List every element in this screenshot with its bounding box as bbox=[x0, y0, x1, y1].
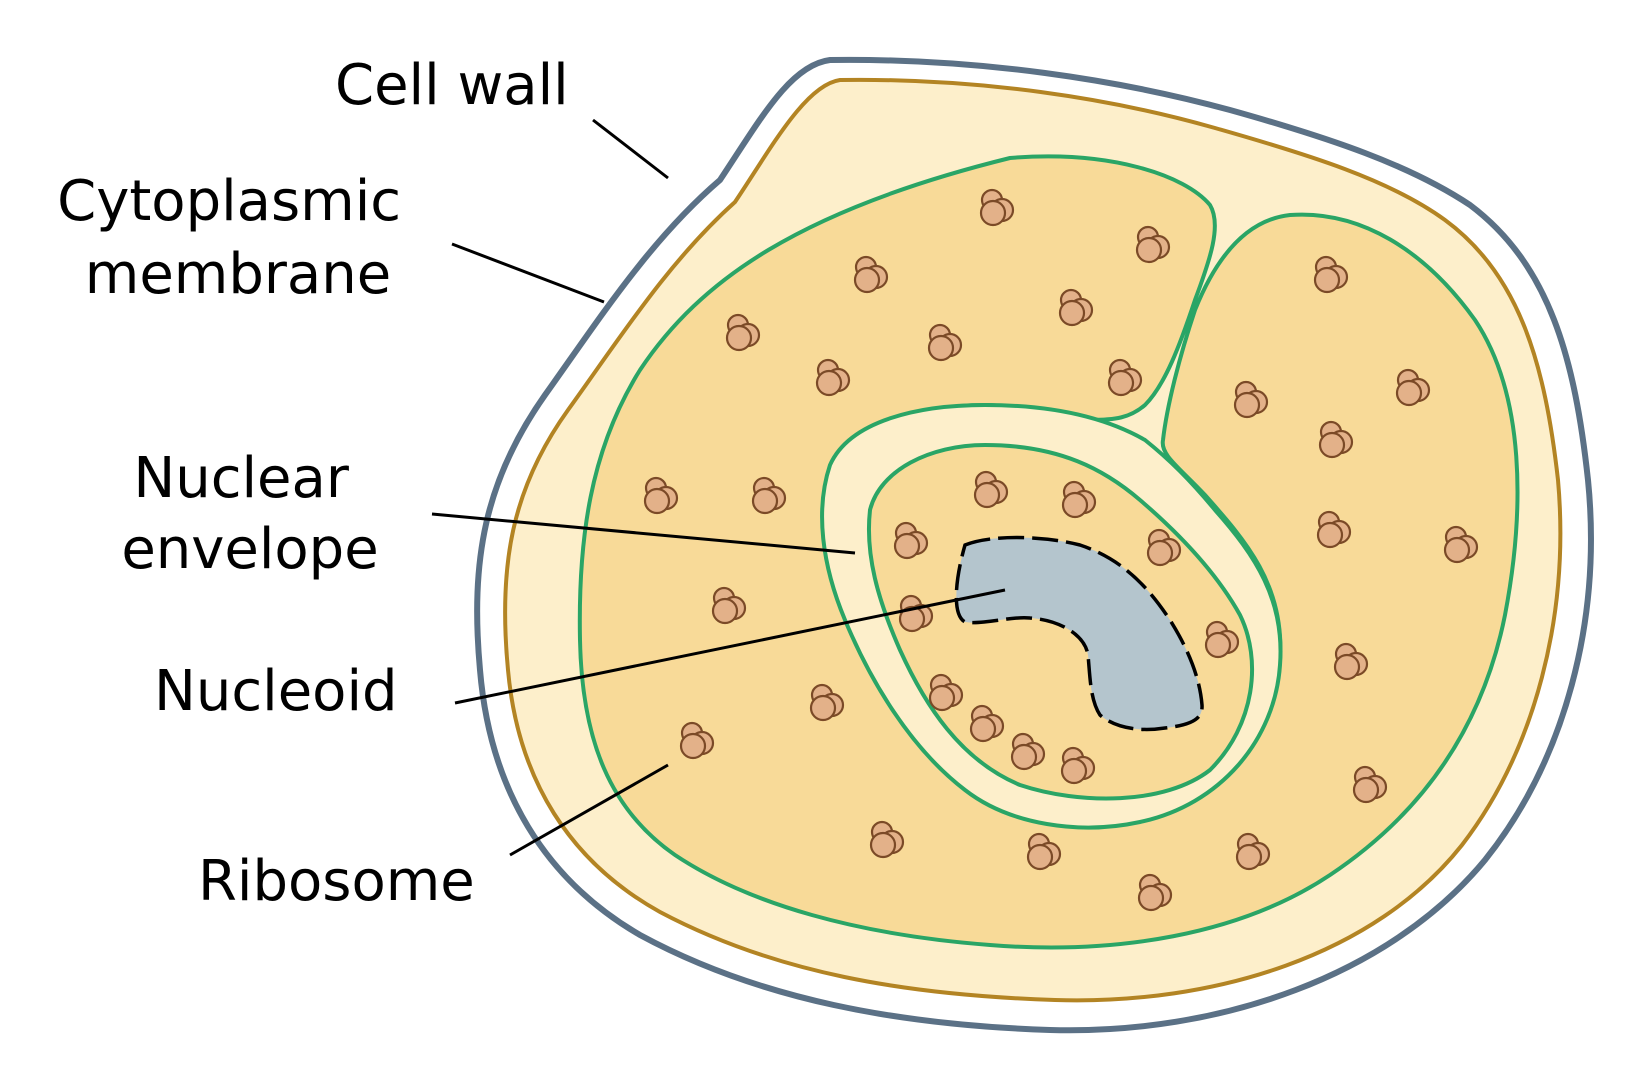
ribosomes bbox=[643, 188, 1479, 912]
ribosome-label-line: Ribosome bbox=[198, 849, 475, 914]
nucleoid-leader bbox=[454, 588, 1006, 705]
ribosome bbox=[1107, 358, 1143, 397]
cytoplasmic-membrane-label-line-1: Cytoplasmic bbox=[57, 169, 401, 234]
ribosome bbox=[1058, 288, 1094, 327]
ribosome bbox=[1318, 420, 1354, 459]
cell-wall-label-line: Cell wall bbox=[335, 53, 569, 118]
cell-wall-leader bbox=[592, 118, 669, 180]
ribosome bbox=[1010, 732, 1046, 771]
cytoplasmic-membrane-label-line-2: membrane bbox=[85, 242, 391, 307]
cytoplasmic-membrane-label: Cytoplasmic membrane bbox=[57, 169, 419, 307]
ribosome bbox=[1204, 620, 1240, 659]
ribosome bbox=[1333, 642, 1369, 681]
ribosome bbox=[979, 188, 1015, 227]
nuclear-envelope-leader bbox=[431, 512, 856, 555]
nuclear-envelope-label-line-2: envelope bbox=[121, 517, 378, 582]
nucleoid-label-line: Nucleoid bbox=[154, 659, 398, 724]
ribosome bbox=[853, 255, 889, 294]
ribosome-leader bbox=[509, 763, 669, 857]
ribosome-label: Ribosome bbox=[198, 849, 475, 914]
ribosome bbox=[1443, 525, 1479, 564]
ribosome bbox=[869, 820, 905, 859]
ribosome bbox=[1061, 480, 1097, 519]
ribosome bbox=[927, 323, 963, 362]
ribosome bbox=[1026, 832, 1062, 871]
ribosome bbox=[1235, 832, 1271, 871]
nucleoid bbox=[954, 535, 1204, 732]
nuclear-envelope-label: Nuclear envelope bbox=[121, 446, 378, 582]
ribosome bbox=[1395, 368, 1431, 407]
ribosome bbox=[973, 470, 1009, 509]
ribosome bbox=[1135, 225, 1171, 264]
nucleoid-label: Nucleoid bbox=[154, 659, 398, 724]
ribosome bbox=[751, 476, 787, 515]
ribosome bbox=[969, 704, 1005, 743]
ribosome bbox=[1146, 528, 1182, 567]
ribosome bbox=[815, 358, 851, 397]
ribosome bbox=[711, 586, 747, 625]
ribosome bbox=[725, 313, 761, 352]
ribosome bbox=[1060, 746, 1096, 785]
cell-wall-label: Cell wall bbox=[335, 53, 569, 118]
cytoplasmic-membrane-leader bbox=[451, 242, 605, 304]
nuclear-envelope-label-line-1: Nuclear bbox=[133, 446, 350, 511]
ribosome bbox=[679, 721, 715, 760]
ribosome bbox=[643, 476, 679, 515]
ribosome bbox=[1352, 765, 1388, 804]
ribosome bbox=[1316, 510, 1352, 549]
ribosome bbox=[1233, 380, 1269, 419]
ribosome bbox=[1313, 255, 1349, 294]
ribosome bbox=[893, 521, 929, 560]
ribosome bbox=[809, 683, 845, 722]
ribosome bbox=[1137, 873, 1173, 912]
ribosome bbox=[928, 673, 964, 712]
